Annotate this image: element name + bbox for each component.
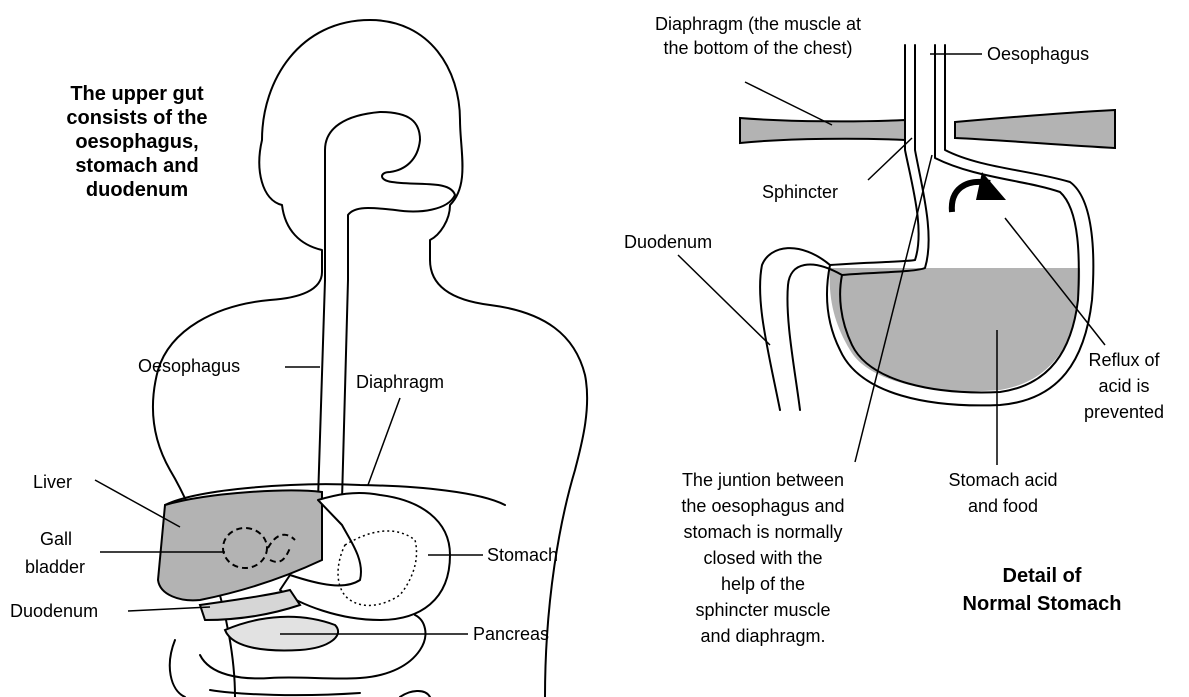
label-diaphragm-right-2: the bottom of the chest) [663, 38, 852, 58]
left-title-line-1: The upper gut [70, 83, 204, 105]
label-acid-2: and food [968, 496, 1038, 516]
label-reflux-2: acid is [1098, 376, 1149, 396]
label-oesophagus-right: Oesophagus [987, 44, 1089, 64]
label-acid-1: Stomach acid [948, 470, 1057, 490]
oesophagus-tube [318, 280, 325, 500]
detail-title-1: Detail of [1003, 565, 1082, 587]
label-sphincter: Sphincter [762, 182, 838, 202]
left-title-line-2: consists of the [66, 107, 207, 129]
label-duodenum-right: Duodenum [624, 232, 712, 252]
label-junction-5: help of the [721, 574, 805, 594]
leader-sphincter [868, 138, 912, 180]
label-stomach-left: Stomach [487, 545, 558, 565]
label-junction-6: sphincter muscle [695, 600, 830, 620]
left-title: The upper gut consists of the oesophagus… [66, 83, 207, 201]
label-junction-7: and diaphragm. [700, 626, 825, 646]
leader-duodenum-left [128, 607, 210, 611]
left-title-line-4: stomach and [75, 155, 198, 177]
label-liver: Liver [33, 472, 72, 492]
label-diaphragm-right-1: Diaphragm (the muscle at [655, 14, 861, 34]
leader-diaphragm-left [368, 398, 400, 485]
label-junction-3: stomach is normally [683, 522, 842, 542]
label-gall-1: Gall [40, 529, 72, 549]
stomach-detail [740, 45, 1115, 410]
left-title-line-3: oesophagus, [75, 131, 198, 153]
left-title-line-5: duodenum [86, 179, 188, 201]
label-gall-2: bladder [25, 557, 85, 577]
label-diaphragm-left: Diaphragm [356, 372, 444, 392]
label-reflux-3: prevented [1084, 402, 1164, 422]
leader-duodenum-right [678, 255, 770, 345]
diaphragm-slab-right [955, 110, 1115, 148]
oesophagus-tube-2 [342, 280, 348, 500]
label-reflux-1: Reflux of [1088, 350, 1160, 370]
label-pancreas: Pancreas [473, 624, 549, 644]
detail-title-2: Normal Stomach [963, 593, 1122, 615]
label-junction-1: The juntion between [682, 470, 844, 490]
diaphragm-slab-left [740, 118, 905, 143]
stomach-acid [830, 268, 1080, 391]
label-junction-2: the oesophagus and [681, 496, 844, 516]
label-oesophagus-left: Oesophagus [138, 356, 240, 376]
label-junction-4: closed with the [703, 548, 822, 568]
mouth-throat [325, 112, 455, 280]
label-duodenum-left: Duodenum [10, 601, 98, 621]
